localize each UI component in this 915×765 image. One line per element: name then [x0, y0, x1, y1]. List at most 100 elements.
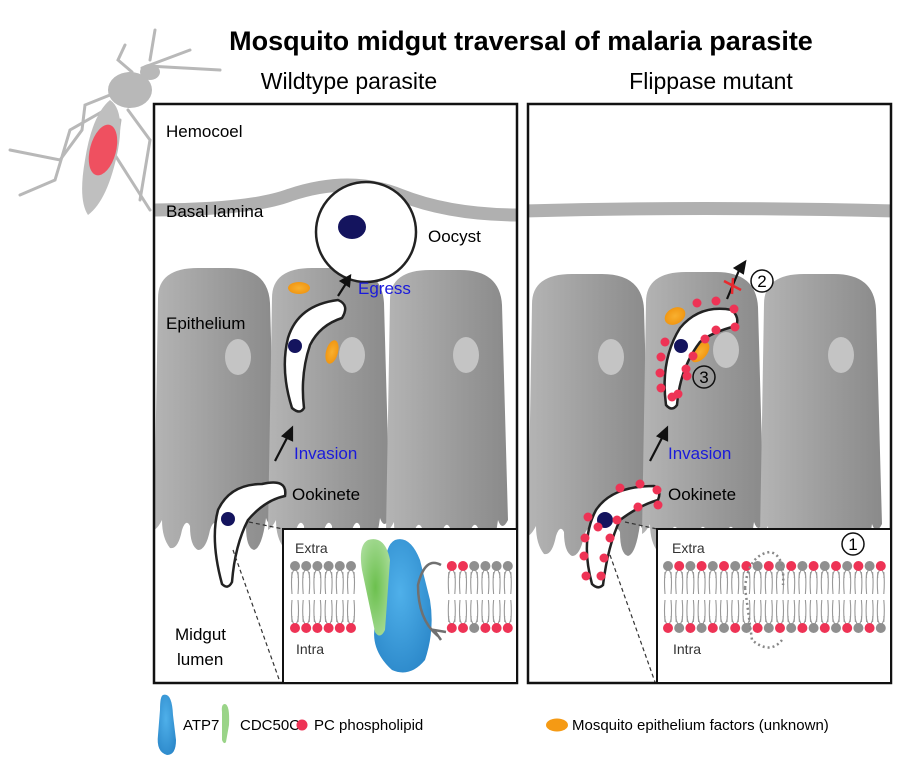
pc-phospholipid-head [458, 623, 468, 633]
invasion-arrow [274, 425, 294, 462]
pc-phospholipid-dot [652, 485, 662, 495]
membrane-inset-mutant: 1 Extra Intra [656, 528, 892, 684]
epithelium-factor [664, 307, 686, 325]
phospholipid-head [663, 561, 673, 571]
lipid-tail [675, 567, 684, 595]
pc-phospholipid-head [663, 623, 673, 633]
label-midgut: Midgut [175, 625, 226, 644]
pc-phospholipid-head [446, 623, 457, 633]
lipid-tail [854, 567, 863, 595]
pc-phospholipid-head [719, 561, 729, 571]
pc-phospholipid-head [502, 623, 513, 633]
lipid-tail [775, 567, 785, 595]
lipid-tail [753, 567, 762, 595]
pc-phospholipid-dot [581, 571, 591, 581]
lipid-tail [719, 599, 729, 627]
ookinete-nucleus [674, 339, 688, 353]
lipid-tail [708, 567, 717, 595]
pc-phospholipid-head [685, 623, 696, 633]
pc-phospholipid-head [808, 561, 819, 571]
phospholipid-head [674, 623, 685, 633]
pc-phospholipid-dot [660, 337, 670, 347]
label-invasion: Invasion [668, 444, 731, 463]
phospholipid-head [752, 561, 763, 571]
legend-cdc50c-label: CDC50C [240, 717, 300, 734]
marker-2 [750, 269, 774, 293]
pc-phospholipid-head [480, 623, 491, 633]
ookinete-lumen-nucleus [221, 512, 235, 526]
pc-phospholipid-dot [655, 368, 665, 378]
lipid-tail [764, 599, 773, 627]
legend-factor-label: Mosquito epithelium factors (unknown) [572, 717, 829, 734]
pc-surface-dots [579, 479, 663, 581]
lipid-tail [787, 599, 796, 627]
lipid-tail [708, 599, 717, 627]
membrane-inset-wildtype: Extra Intra [282, 528, 518, 684]
pc-phospholipid-dot [635, 479, 645, 489]
pc-phospholipid-head [853, 561, 864, 571]
failed-flip-path [743, 550, 785, 589]
label-extra: Extra [295, 540, 328, 556]
lipid-tail [470, 567, 479, 595]
pc-phospholipid-dot [688, 351, 698, 361]
pc-phospholipid-dot [692, 298, 702, 308]
pc-phospholipid-head [312, 623, 323, 633]
phospholipid-head [763, 623, 774, 633]
oocyst [314, 180, 418, 284]
phospholipid-head [842, 561, 853, 571]
phospholipid-head [853, 623, 864, 633]
lipid-tail [831, 567, 841, 595]
pc-phospholipid-head [674, 561, 685, 571]
pc-phospholipid-head [875, 561, 886, 571]
pc-phospholipid-head [819, 623, 830, 633]
pc-phospholipid-head [301, 623, 312, 633]
ookinete-lumen [213, 481, 287, 588]
phospholipid-head [786, 623, 797, 633]
legend-atp7-label: ATP7 [183, 717, 219, 734]
phospholipid-head [730, 561, 741, 571]
label-hemocoel: Hemocoel [166, 122, 243, 141]
lipid-tail [492, 567, 501, 595]
flip-arrow [416, 561, 442, 637]
label-lumen: lumen [177, 650, 223, 669]
mosquito-blood-meal [88, 124, 118, 176]
label-ookinete: Ookinete [292, 485, 360, 504]
lipid-tail [492, 599, 501, 627]
pc-phospholipid-dot [599, 553, 609, 563]
pc-phospholipid-dot [656, 352, 666, 362]
pc-phospholipid-dot [580, 533, 590, 543]
lipid-tail [290, 599, 300, 627]
lipid-tail [290, 567, 300, 595]
label-intra: Intra [296, 641, 324, 657]
label-ookinete: Ookinete [668, 485, 736, 504]
pc-phospholipid-dot [605, 533, 615, 543]
svg-text:2: 2 [757, 272, 766, 291]
label-intra: Intra [673, 641, 701, 657]
legend-cdc50c-swatch [221, 704, 230, 744]
lipid-tail [697, 567, 706, 595]
phospholipid-head [797, 561, 808, 571]
pc-phospholipid-head [786, 561, 797, 571]
invasion-arrow [649, 425, 669, 462]
lipid-tail [346, 599, 356, 627]
lipid-tail [447, 567, 456, 595]
pc-phospholipid-head [741, 561, 752, 571]
lipid-tail [663, 567, 673, 595]
lipid-tail [854, 599, 863, 627]
pc-phospholipid-head [458, 561, 468, 571]
phospholipid-head [290, 561, 300, 571]
pc-phospholipid-head [763, 561, 774, 571]
phospholipid-head [864, 561, 875, 571]
phospholipid-head [685, 561, 696, 571]
pc-phospholipid-head [831, 561, 841, 571]
legend-factor-swatch [546, 718, 568, 732]
lipid-tail [686, 567, 695, 595]
lipid-tail [503, 599, 512, 627]
phospholipid-head [819, 561, 830, 571]
panel-left-subtitle: Wildtype parasite [261, 68, 437, 94]
block-x-icon [723, 277, 742, 295]
phospholipid-head [312, 561, 323, 571]
lipid-tail [470, 599, 479, 627]
pc-phospholipid-dot [579, 551, 589, 561]
